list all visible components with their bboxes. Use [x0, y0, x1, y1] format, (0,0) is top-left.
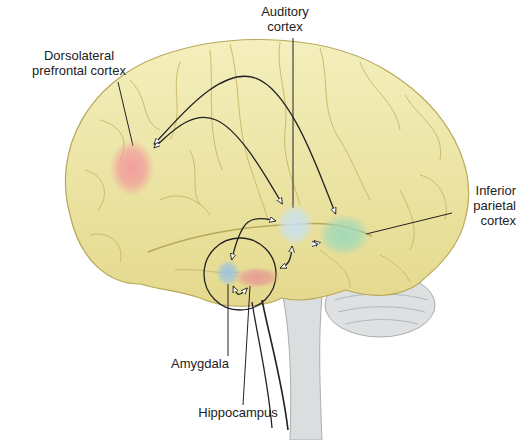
pathway-arrow	[232, 218, 276, 260]
pathway-arrow	[314, 241, 318, 244]
region-blob	[276, 204, 314, 246]
region-fill	[318, 214, 370, 256]
region-fill	[276, 204, 314, 246]
pathway-arrow	[154, 76, 336, 214]
leader-line	[366, 213, 452, 234]
pathway-arrow	[280, 246, 292, 268]
brain-gyri	[85, 42, 446, 288]
region-fill	[234, 267, 280, 288]
region-fill	[110, 140, 154, 196]
brain-region: Hippocampus	[234, 267, 280, 288]
region-blob	[234, 267, 280, 288]
region-label: Amygdala	[160, 356, 240, 371]
region-label: Auditory cortex	[255, 4, 315, 34]
brain-region: Dorsolateral prefrontal cortex	[110, 140, 154, 196]
region-blob	[318, 214, 370, 256]
brain-region: Inferior parietal cortex	[318, 214, 370, 256]
cerebellum-folia	[335, 294, 428, 324]
cerebrum-outline	[65, 40, 468, 307]
brain-region: Auditory cortex	[276, 204, 314, 246]
leader-line	[118, 82, 133, 146]
region-label: Inferior parietal cortex	[454, 183, 516, 228]
pathway-arrow	[154, 117, 282, 204]
leader-line	[243, 286, 250, 405]
region-label: Hippocampus	[188, 405, 288, 420]
leader-line	[293, 38, 294, 208]
pathway-arrow	[233, 286, 247, 294]
brainstem	[282, 292, 322, 440]
region-label: Dorsolateral prefrontal cortex	[24, 48, 134, 78]
region-blob	[110, 140, 154, 196]
leader-line	[228, 284, 229, 356]
